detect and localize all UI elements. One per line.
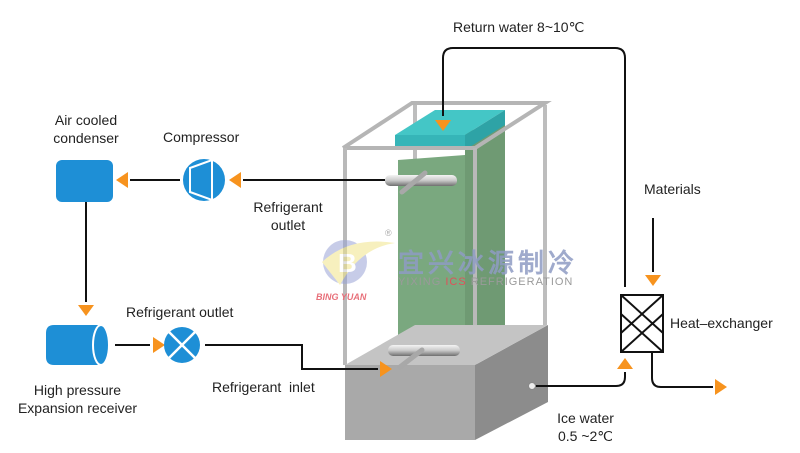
ice-water-label-line1: Ice water [557,410,614,426]
watermark-brand: BING YUAN [316,292,367,302]
watermark-english: YIXING ICS REFRIGERATION [398,276,573,288]
return-water-label: Return water 8~10℃ [453,19,585,35]
refrigerant-outlet-label-line2: outlet [270,217,306,233]
tank-front [345,365,475,440]
watermark-english-prefix: YIXING [398,276,446,288]
materials-label: Materials [644,181,701,197]
ice-water-outlet-nozzle [528,382,536,390]
expansion-receiver-icon [46,324,110,366]
compressor-icon [183,158,225,202]
arrow-materials [645,275,661,286]
watermark-english-suffix: REFRIGERATION [466,276,574,288]
expansion-receiver-label: High pressure Expansion receiver [0,381,155,417]
watermark-english-highlight: ICS [445,276,467,288]
watermark-registered-mark: ® [385,228,392,238]
watermark-chinese: 宜兴冰源制冷 [398,249,579,279]
arrow-into-valve [153,337,165,353]
flow-arrows [78,120,727,395]
line-return-water [442,47,626,287]
refrigerant-outlet-pipe [385,175,457,186]
expansion-receiver-label-line2: Expansion receiver [17,400,138,416]
compressor-label: Compressor [163,129,240,145]
arrow-into-evaporator [380,361,392,377]
top-water-header [395,110,505,135]
refrigerant-inlet-label: Refrigerant inlet [212,379,315,395]
air-cooled-condenser-label-line1: Air cooled [54,112,118,128]
line-output [651,352,713,388]
ice-water-tank [341,101,552,440]
expansion-receiver-label-line1: High pressure [33,382,122,398]
heat-exchanger-label: Heat–exchanger [670,315,773,331]
arrow-output [715,379,727,395]
expansion-valve-icon [164,327,200,363]
refrigerant-outlet-label: Refrigerant outlet [248,198,328,234]
arrow-into-compressor [229,172,241,188]
arrow-into-condenser [116,172,128,188]
line-ice-water [536,372,626,387]
arrow-return-water [435,120,451,131]
ice-water-label: Ice water 0.5 ~2℃ [548,409,623,445]
air-cooled-condenser-icon [56,160,113,202]
refrigerant-outlet-label-line1: Refrigerant [253,199,323,215]
refrigerant-outlet-valve-label: Refrigerant outlet [126,304,234,320]
line-valve-to-evaporator [205,344,378,370]
air-cooled-condenser-label: Air cooled condenser [44,111,128,147]
arrow-ice-water [617,358,633,369]
svg-text:B: B [338,248,357,278]
flow-lines [85,47,713,388]
tank-side [475,325,548,440]
plate-evaporator [398,155,465,345]
heat-exchanger-icon [620,294,664,353]
arrow-into-receiver [78,305,94,316]
ice-water-label-line2: 0.5 ~2℃ [557,428,614,444]
watermark-logo: B [322,240,395,285]
air-cooled-condenser-label-line2: condenser [53,130,119,146]
